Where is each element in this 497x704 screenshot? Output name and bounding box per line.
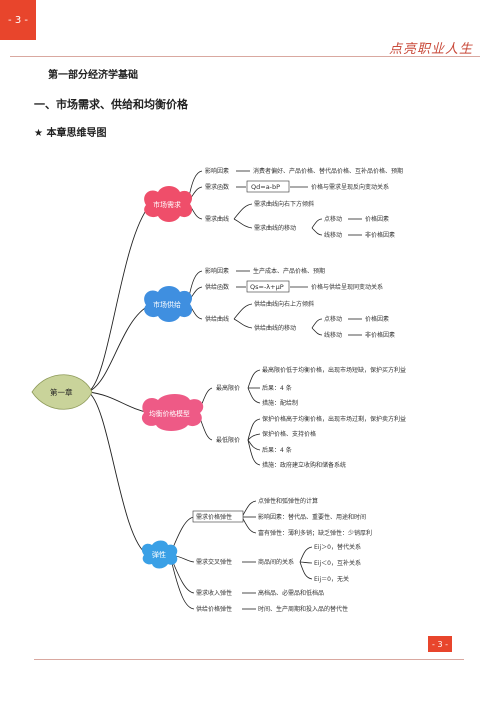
elasticity-title: 弹性 [152,550,166,559]
supply-elasticity-label: 供给价格弹性 [196,605,232,613]
demand-factors-text: 消费者偏好、产品价格、替代品价格、互补品价格、预期 [253,167,403,175]
supply-curve-slope: 供给曲线向右上方倾斜 [254,300,314,308]
supply-line-move-note: 非价格因素 [365,331,395,339]
demand-curve-move: 需求曲线的移动 [254,224,296,232]
supply-node: 市场供给 [144,286,193,322]
demand-line-move: 线移动 [324,231,342,239]
equilibrium-node: 均衡价格模型 [141,394,204,431]
supply-point-move-note: 价格因素 [365,315,389,323]
demand-curve-label: 需求曲线 [205,215,229,223]
demand-point-move: 点移动 [324,215,342,223]
equilibrium-title: 均衡价格模型 [149,409,190,418]
header-divider [10,56,480,57]
cross-unrelated: Eij＝0，无关 [314,575,349,583]
demand-line-move-note: 非价格因素 [365,231,395,239]
mindmap-heading: ★ 本章思维导图 [34,128,107,139]
page-number-top: - 3 - [0,0,36,40]
max-price-measure: 措施：配给制 [262,399,298,407]
cross-elasticity-relation: 商品间的关系 [258,558,294,566]
supply-line-move: 线移动 [324,331,342,339]
demand-curve-slope: 需求曲线向右下方倾斜 [254,200,314,208]
demand-title: 市场需求 [153,200,181,209]
cross-elasticity-label: 需求交叉弹性 [196,558,232,566]
price-elasticity-calc: 点弹性和弧弹性的计算 [258,497,318,505]
demand-point-move-note: 价格因素 [365,215,389,223]
chapter-heading: 一、市场需求、供给和均衡价格 [34,98,188,111]
supply-factors-label: 影响因素 [205,267,229,275]
max-price-label: 最高限价 [216,384,240,392]
cross-complement: Eij＜0，互补关系 [314,559,361,567]
elasticity-node: 弹性 [141,540,178,569]
supply-curve-move: 供给曲线的移动 [254,324,296,332]
min-price-label: 最低限价 [216,436,240,444]
income-elasticity-label: 需求收入弹性 [196,589,232,597]
supply-func-label: 供给函数 [205,283,229,291]
supply-curve-label: 供给曲线 [205,315,229,323]
footer-divider [34,659,464,660]
demand-formula-box [246,180,290,193]
price-elasticity-factors: 影响因素：替代品、重要性、用途和时间 [258,513,366,521]
min-price-consequence: 后果：4 条 [262,446,292,454]
demand-factors-label: 影响因素 [205,167,229,175]
root-branches [87,204,151,556]
cross-substitute: Eij＞0，替代关系 [314,543,361,551]
price-elasticity-box [192,510,244,523]
root-label: 第一章 [50,387,73,397]
brand-logo: 点亮职业人生 [388,42,473,57]
page-number-bottom: - 3 - [428,636,452,652]
root-node: 第一章 [31,374,93,410]
supply-elasticity-text: 时间、生产周期和投入品的替代性 [258,605,348,613]
supply-func-formula: Qs=-λ+μP [250,283,284,291]
supply-title: 市场供给 [153,300,181,309]
demand-func-formula: Qd=a-bP [251,183,280,191]
supply-formula-box [246,280,290,293]
income-elasticity-text: 高档品、必需品和低档品 [258,589,324,597]
max-price-def: 最高限价低于均衡价格，出现市场短缺，保护买方利益 [262,366,406,374]
demand-node: 市场需求 [144,186,193,222]
min-price-aka: 保护价格、支持价格 [262,430,316,438]
demand-func-note: 价格与需求呈现反向变动关系 [311,183,389,191]
min-price-measure: 措施：政府建立收购和储备系统 [262,461,346,469]
part-heading: 第一部分经济学基础 [48,70,138,81]
demand-func-label: 需求函数 [205,183,229,191]
price-elasticity-strategy: 富有弹性：薄利多销；缺乏弹性：少销厚利 [258,529,372,537]
supply-factors-text: 生产成本、产品价格、预期 [253,267,325,275]
min-price-def: 保护价格高于均衡价格，出现市场过剩，保护卖方利益 [262,415,406,423]
max-price-consequence: 后果：4 条 [262,384,292,392]
price-elasticity-label: 需求价格弹性 [196,513,232,521]
supply-point-move: 点移动 [324,315,342,323]
supply-func-note: 价格与供给呈现同变动关系 [311,283,383,291]
